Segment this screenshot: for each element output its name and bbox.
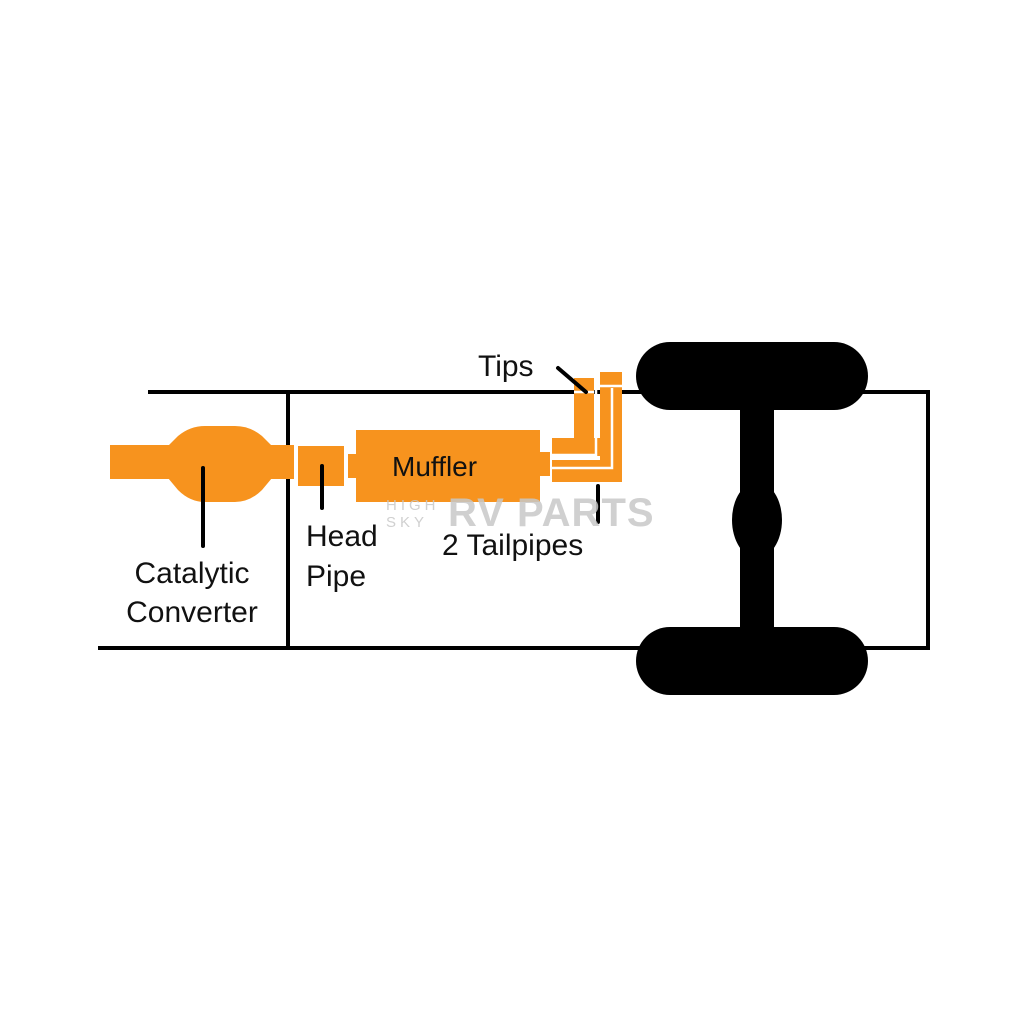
- rear-wheel-bottom: [636, 627, 868, 695]
- muffler-inlet: [348, 454, 358, 478]
- inlet-pipe: [110, 445, 170, 479]
- catalytic-converter-label-line1: Catalytic: [134, 557, 249, 590]
- leader-lines: [201, 366, 600, 548]
- tailpipe-separator-outer: [550, 388, 614, 470]
- muffler-body: [356, 430, 540, 502]
- tailpipe-separators: [550, 380, 622, 470]
- watermark-small-line1: HIGH: [386, 497, 440, 514]
- exhaust-system: [110, 372, 622, 502]
- differential: [732, 482, 782, 558]
- muffler-outlet: [538, 452, 550, 476]
- tailpipe-riser-left: [574, 386, 594, 442]
- exhaust-tip-right: [600, 372, 622, 386]
- watermark-small-line2: SKY: [386, 514, 428, 531]
- tips-label: Tips: [478, 350, 534, 383]
- watermark-text: RV PARTS: [448, 491, 655, 535]
- head-pipe-label-line1: Head: [306, 520, 378, 553]
- muffler-label: Muffler: [392, 451, 477, 482]
- rear-wheel-top: [636, 342, 868, 410]
- tailpipe-separator-inner: [552, 380, 598, 457]
- tips-leader: [556, 366, 588, 394]
- watermark: HIGH SKY RV PARTS: [386, 491, 655, 535]
- tailpipe-upper: [552, 438, 602, 456]
- rear-axle-assembly: [636, 342, 868, 695]
- tailpipes-label: 2 Tailpipes: [442, 529, 583, 562]
- tailpipe-lower: [552, 460, 622, 482]
- catalytic-converter-label-line2: Converter: [126, 596, 258, 629]
- catalytic-converter: [168, 426, 272, 502]
- head-pipe-label-line2: Pipe: [306, 560, 366, 593]
- converter-outlet-pipe: [270, 445, 294, 479]
